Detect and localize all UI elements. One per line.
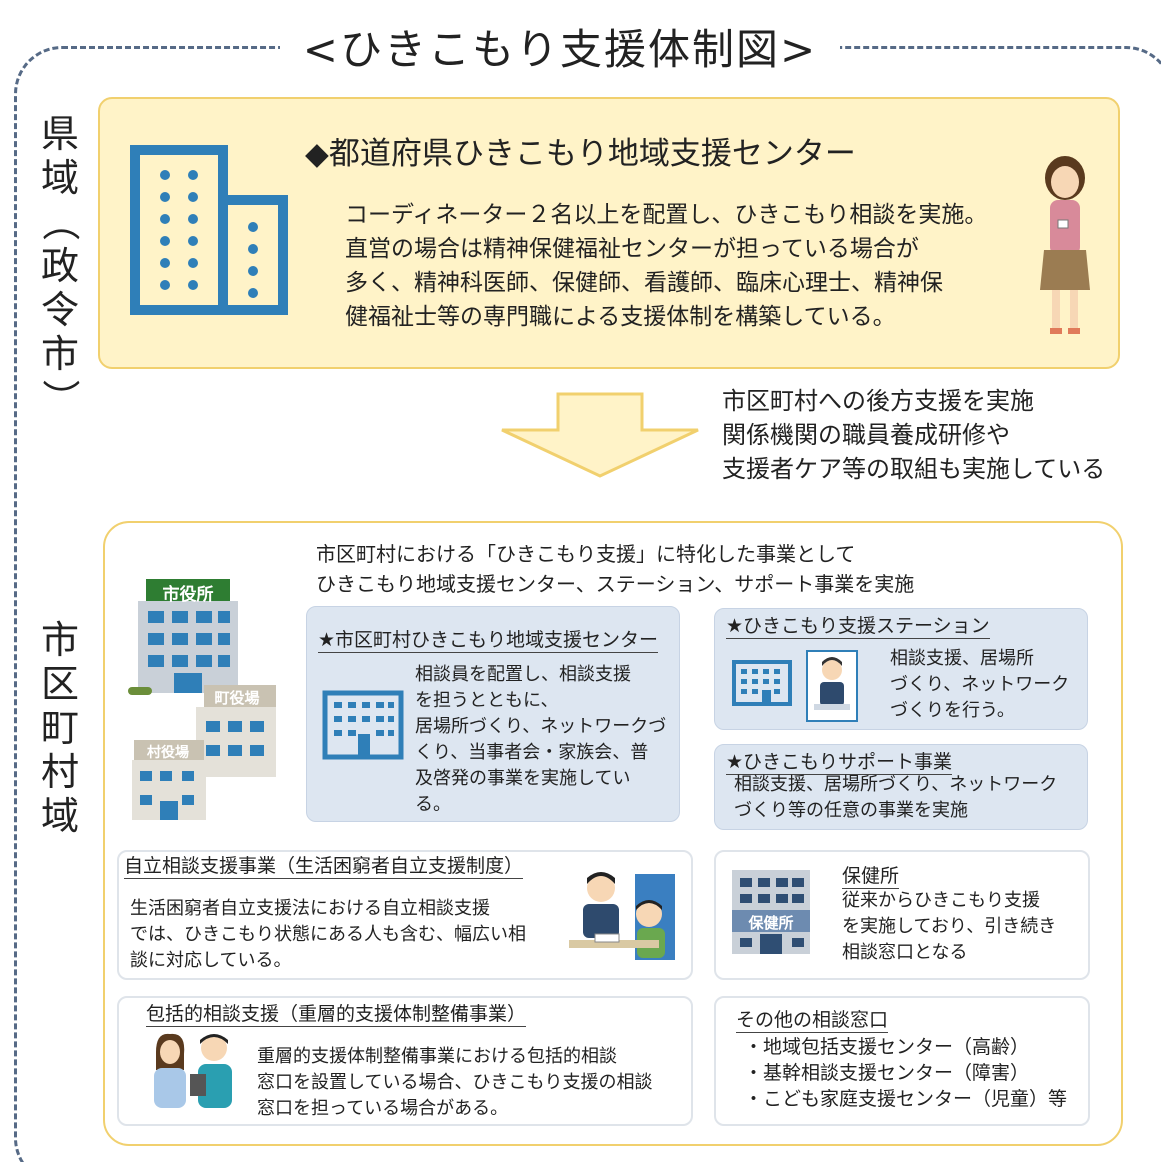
text-line: づくり、ネットワーク [890,674,1070,695]
label-char: （ [38,202,82,241]
municipal-support-center-title: ★市区町村ひきこもり地域支援センター [318,629,659,653]
comprehensive-support-text: 重層的支援体制整備事業における包括的相談 窓口を設置している場合、ひきこもり支援… [257,1044,687,1122]
label-char: 県 [40,112,79,156]
text-line: 談に対応している。 [130,950,292,971]
label-char: ） [38,378,82,417]
city-hall-sign: 市役所 [162,585,214,605]
title-mask [280,18,840,78]
prefecture-center-text: コーディネーター２名以上を配置し、ひきこもり相談を実施。 直営の場合は精神保健福… [345,198,1035,334]
support-note: 市区町村への後方支援を実施 関係機関の職員養成研修や 支援者ケア等の取組も実施し… [722,384,1152,486]
health-center-sign: 保健所 [748,914,794,932]
health-center-title: 保健所 [842,865,900,889]
village-hall-sign: 村役場 [147,745,189,761]
prefecture-center-box [98,97,1120,369]
text-line: 支援者ケア等の取組も実施している [722,455,1106,483]
text-line: 多く、精神科医師、保健師、看護師、臨床心理士、精神保 [345,270,943,296]
support-station-title: ★ひきこもり支援ステーション [726,615,990,639]
text-line: コーディネーター２名以上を配置し、ひきこもり相談を実施。 [345,202,988,228]
other-consultation-title: その他の相談窓口 [736,1009,889,1033]
text-line: 重層的支援体制整備事業における包括的相談 [257,1046,617,1067]
label-prefecture: 県 域 （ 政 令 市 ） [38,112,82,420]
consultation-desk-illustration [569,872,675,960]
label-municipal: 市 区 町 村 域 [38,618,82,838]
office-building-icon [130,145,288,315]
town-hall-sign: 町役場 [214,689,260,707]
building-icon [322,690,404,760]
text-line: くり、当事者会・家族会、普 [415,742,649,763]
self-reliance-support-title: 自立相談支援事業（生活困窮者自立支援制度） [124,855,524,879]
list-item: ・地域包括支援センター（高齢） [744,1036,1030,1058]
label-char: 村 [40,750,79,794]
text-line: 関係機関の職員養成研修や [722,421,1010,449]
municipal-intro: 市区町村における「ひきこもり支援」に特化した事業として ひきこもり地域支援センタ… [316,539,1016,599]
label-char: 令 [40,288,79,332]
health-center-building-illustration [732,870,810,954]
support-station-text: 相談支援、居場所 づくり、ネットワーク づくりを行う。 [890,646,1080,724]
label-char: 域 [40,794,79,838]
municipal-support-center-text: 相談員を配置し、相談支援 を担うとともに、 居場所づくり、ネットワークづ くり、… [415,662,677,818]
label-char: 政 [40,244,79,288]
text-line: る。 [415,794,451,815]
other-consultation-card [714,996,1090,1126]
two-people-illustration [154,1033,232,1108]
text-line: を担うとともに、 [415,690,559,711]
label-char: 町 [40,706,79,750]
list-item: ・こども家庭支援センター（児童）等 [744,1088,1068,1110]
text-line: 相談支援、居場所 [890,648,1034,669]
diagram-title: <ひきこもり支援体制図> [302,25,818,74]
prefecture-center-heading: ◆都道府県ひきこもり地域支援センター [305,136,856,172]
staff-woman-illustration [1040,156,1090,334]
text-line: を実施しており、引き続き [842,916,1057,937]
text-line: 市区町村における「ひきこもり支援」に特化した事業として [316,542,856,566]
text-line: 市区町村への後方支援を実施 [722,387,1034,415]
text-line: づくりを行う。 [890,700,1015,721]
support-station-card [714,608,1088,730]
support-project-text: 相談支援、居場所づくり、ネットワーク づくり等の任意の事業を実施 [734,772,1084,824]
down-arrow-icon [501,392,699,478]
text-line: 窓口を設置している場合、ひきこもり支援の相談 [257,1072,653,1093]
text-line: ひきこもり地域支援センター、ステーション、サポート事業を実施 [316,572,915,596]
other-consultation-list: ・地域包括支援センター（高齢） ・基幹相談支援センター（障害） ・こども家庭支援… [744,1034,1084,1112]
label-char: 区 [40,662,79,706]
text-line: 健福祉士等の専門職による支援体制を構築している。 [345,304,896,330]
text-line: 生活困窮者自立支援法における自立相談支援 [130,898,490,919]
health-center-text: 従来からひきこもり支援 を実施しており、引き続き 相談窓口となる [842,888,1082,966]
comprehensive-support-title: 包括的相談支援（重層的支援体制整備事業） [146,1003,527,1027]
label-char: 市 [40,618,79,662]
counselor-illustration [806,650,858,722]
text-line: づくり等の任意の事業を実施 [734,800,968,821]
text-line: 従来からひきこもり支援 [842,890,1040,911]
text-line: では、ひきこもり状態にある人も含む、幅広い相 [130,924,526,945]
government-buildings-illustration [128,579,276,820]
support-project-card [714,744,1088,830]
label-char: 市 [40,332,79,376]
text-line: 直営の場合は精神保健福祉センターが担っている場合が [345,236,919,262]
building-small-icon [732,660,792,706]
text-line: 居場所づくり、ネットワークづ [415,716,667,737]
text-line: 相談支援、居場所づくり、ネットワーク [734,774,1058,795]
text-line: 相談窓口となる [842,942,968,963]
label-char: 域 [40,156,79,200]
text-line: 窓口を担っている場合がある。 [257,1098,509,1119]
self-reliance-support-text: 生活困窮者自立支援法における自立相談支援 では、ひきこもり状態にある人も含む、幅… [130,896,570,974]
text-line: 相談員を配置し、相談支援 [415,664,631,685]
list-item: ・基幹相談支援センター（障害） [744,1062,1030,1084]
municipal-support-center-card [306,606,680,822]
text-line: 及啓発の事業を実施してい [415,768,631,789]
support-project-title: ★ひきこもりサポート事業 [726,751,953,775]
